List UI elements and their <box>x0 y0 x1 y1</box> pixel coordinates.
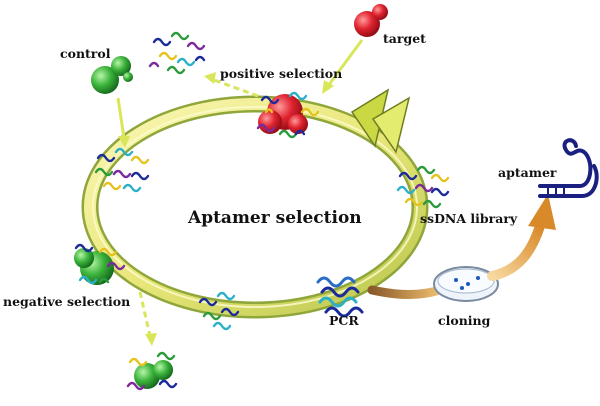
pcr-strands-icon <box>316 276 364 318</box>
positive-selection-label: positive selection <box>220 66 343 81</box>
control-label: control <box>60 46 111 61</box>
discarded-complex-icon <box>126 351 178 391</box>
selection-ring <box>81 95 429 319</box>
ssdna-library-label: ssDNA library <box>420 211 518 226</box>
control-molecule-icon <box>91 56 133 94</box>
arrow-control-down <box>116 97 130 148</box>
arrow-pcr-to-cloning <box>367 285 445 299</box>
cloning-label: cloning <box>438 313 491 328</box>
petri-dish-icon <box>433 266 499 302</box>
aptamer-label: aptamer <box>498 165 557 180</box>
ssdna-library-cluster-icon <box>396 165 450 209</box>
target-molecule-icon <box>354 4 388 37</box>
strand-cluster-left-icon <box>94 147 150 193</box>
ring-direction-arrow <box>350 88 411 154</box>
unbound-strands-icon <box>148 31 206 75</box>
strand-cluster-bottom-icon <box>198 291 240 331</box>
negative-selection-complex-icon <box>74 243 126 285</box>
aptamer-structure-icon <box>538 138 599 198</box>
pcr-label: PCR <box>329 313 359 328</box>
arrow-negative-down <box>138 291 157 346</box>
negative-selection-label: negative selection <box>3 294 131 309</box>
diagram-title: Aptamer selection <box>188 208 362 228</box>
positive-selection-complex-icon <box>256 91 320 139</box>
arrow-positive-to-discard <box>204 72 259 98</box>
target-label: target <box>383 31 426 46</box>
arrow-target-to-positive <box>322 39 364 94</box>
arrow-cloning-to-aptamer <box>487 194 556 281</box>
